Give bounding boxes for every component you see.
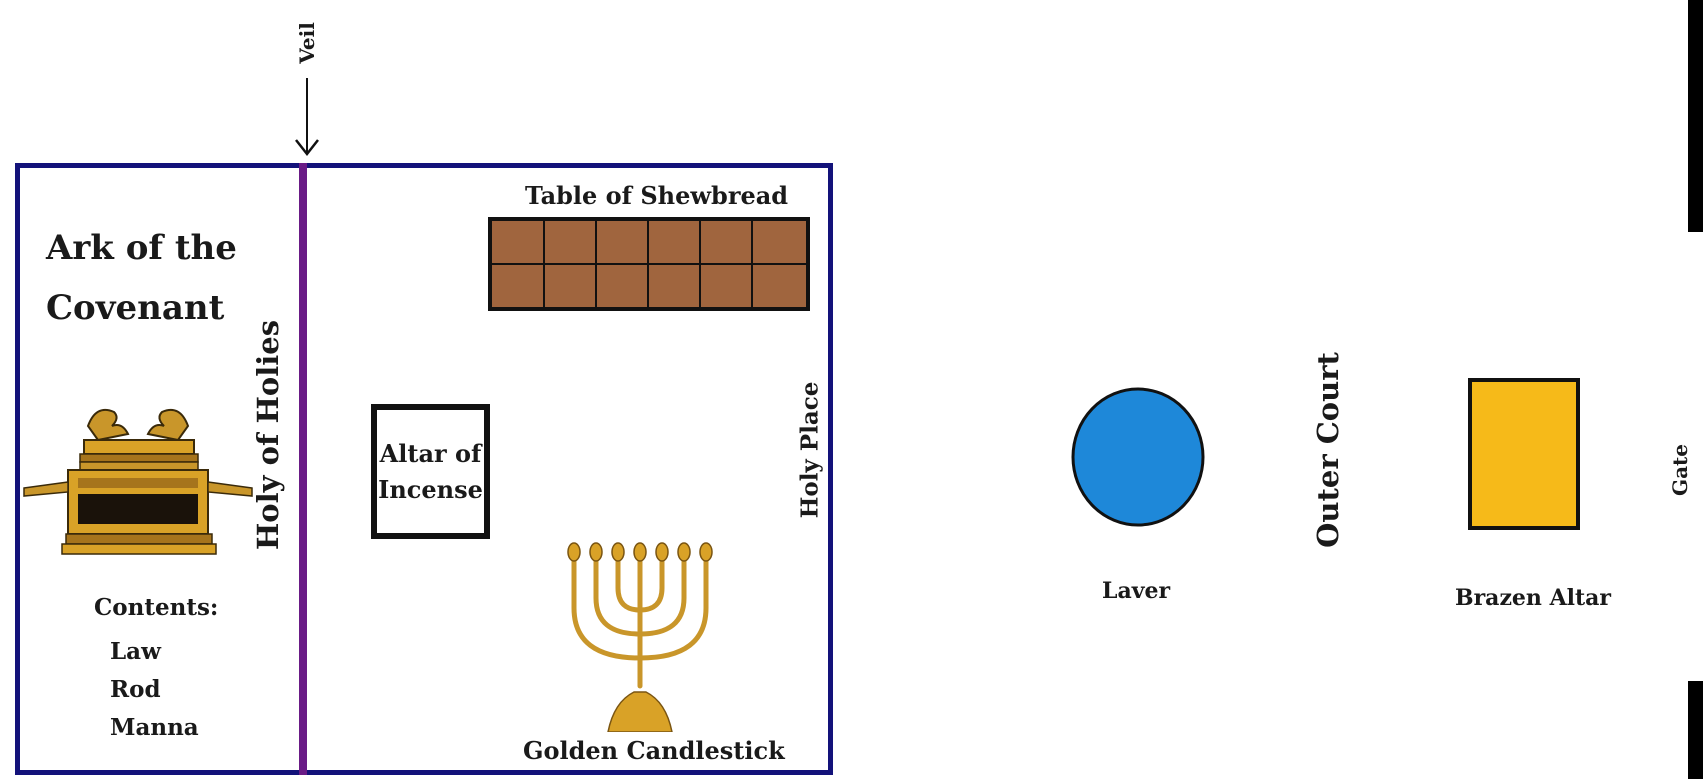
veil-divider	[299, 163, 307, 775]
laver-basin	[1071, 387, 1205, 527]
content-item-rod: Rod	[110, 676, 161, 703]
ark-title-line1: Ark of the	[46, 228, 237, 268]
gate-label: Gate	[1665, 430, 1695, 510]
veil-text: Veil	[295, 22, 319, 64]
holy-of-holies-text: Holy of Holies	[251, 319, 285, 551]
menorah-icon	[567, 542, 713, 732]
altar-of-incense-line2: Incense	[378, 474, 483, 504]
table-of-shewbread-title: Table of Shewbread	[525, 181, 789, 210]
shewbread-grid	[492, 221, 806, 307]
holy-place-text: Holy Place	[796, 381, 824, 519]
table-of-shewbread	[488, 217, 810, 311]
altar-of-incense-label: Altar of Incense	[378, 436, 483, 508]
brazen-altar	[1468, 378, 1580, 530]
laver-label: Laver	[1102, 578, 1171, 604]
content-item-law: Law	[110, 638, 161, 665]
gate-text: Gate	[1668, 443, 1692, 497]
down-arrow-icon	[295, 78, 319, 157]
altar-of-incense: Altar of Incense	[371, 404, 490, 539]
outer-court-text: Outer Court	[1311, 352, 1345, 548]
veil-label: Veil	[294, 8, 320, 78]
ark-of-covenant-icon	[23, 408, 253, 555]
outer-court-label: Outer Court	[1308, 320, 1348, 580]
tabernacle-outline	[15, 163, 833, 775]
gate-post-top	[1688, 0, 1703, 232]
holy-place-label: Holy Place	[795, 360, 825, 540]
contents-title: Contents:	[94, 594, 219, 621]
holy-of-holies-label: Holy of Holies	[248, 280, 288, 590]
brazen-altar-label: Brazen Altar	[1455, 585, 1612, 611]
gate-post-bottom	[1688, 681, 1703, 779]
content-item-manna: Manna	[110, 714, 199, 741]
golden-candlestick-label: Golden Candlestick	[523, 736, 785, 765]
ark-title: Ark of the Covenant	[46, 218, 266, 338]
ark-title-line2: Covenant	[46, 288, 225, 328]
altar-of-incense-line1: Altar of	[379, 438, 482, 468]
